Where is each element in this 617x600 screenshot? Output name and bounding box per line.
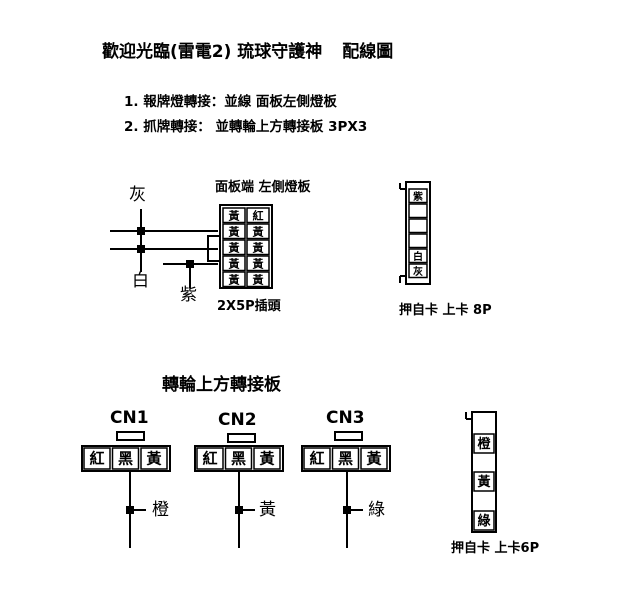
page-title-sub: 配線圖 [342, 42, 394, 62]
panel-pin-label: 黃 [252, 256, 264, 270]
panel-pin-cell [246, 239, 270, 256]
panel-header: 面板端 左側燈板 [215, 180, 311, 195]
reel-board-pins: 紅黑黃紅黑黃紅黑黃 [83, 447, 388, 470]
reel-pin-cell [83, 447, 111, 470]
card-8p-label: 押自卡 上卡 8P [399, 303, 492, 318]
page-title-main: 歡迎光臨(雷電2) 琉球守護神 [102, 42, 323, 62]
reel-pin-cell [140, 447, 168, 470]
reel-pin-cell [196, 447, 224, 470]
cn2-wire-label: 黃 [259, 500, 276, 520]
panel-pin-label: 黃 [228, 224, 240, 238]
wire-label-gray: 灰 [129, 185, 146, 205]
card-6p-pin-cell [473, 510, 495, 531]
panel-pin-cell [222, 255, 246, 272]
card-6p-pin-cell [473, 433, 495, 454]
reel-pin-label: 黑 [118, 450, 133, 468]
card-8p-pin-cell [408, 218, 428, 234]
cn3-latch [334, 431, 363, 441]
card-6p-housing [471, 411, 497, 533]
panel-pin-cell [222, 239, 246, 256]
card-8p-pin-cell [408, 248, 428, 264]
reel-pin-label: 黃 [146, 450, 161, 468]
card-8p-pin-cell [408, 263, 428, 279]
reel-pin-label: 紅 [89, 450, 104, 468]
reel-pin-label: 黃 [259, 450, 274, 468]
panel-pin-label: 黃 [228, 256, 240, 270]
panel-pin-label: 紅 [253, 208, 264, 222]
reel-pin-cell [111, 447, 140, 470]
junction-dot-purple [186, 260, 194, 268]
card-6p-pins: 橙黃綠 [473, 433, 495, 531]
cn3-junction-dot [343, 506, 351, 514]
panel-pin-label: 黃 [228, 240, 240, 254]
reel-pin-cell [331, 447, 360, 470]
panel-pin-cell [246, 271, 270, 288]
panel-pin-label: 黃 [252, 272, 264, 286]
panel-connector-pins: 黃紅黃黃黃黃黃黃黃黃 [222, 207, 270, 288]
card-6p-pin-label: 綠 [477, 513, 491, 529]
reel-board-title: 轉輪上方轉接板 [162, 375, 281, 395]
cn1-junction-dot [126, 506, 134, 514]
wire-label-purple: 紫 [180, 285, 197, 305]
panel-pin-label: 黃 [228, 272, 240, 286]
connector-label: 2X5P插頭 [217, 299, 281, 314]
card-8p-pin-label: 灰 [413, 265, 423, 278]
card-6p-label: 押自卡 上卡6P [451, 541, 540, 556]
panel-pin-cell [222, 271, 246, 288]
junction-dot-gray [137, 227, 145, 235]
panel-pin-cell [246, 255, 270, 272]
cn2-label: CN2 [218, 410, 257, 430]
panel-pin-cell [222, 223, 246, 240]
note-1: 1. 報牌燈轉接：並線 面板左側燈板 [124, 94, 337, 110]
panel-pin-cell [246, 207, 270, 224]
reel-pin-label: 紅 [309, 450, 324, 468]
cn1-latch [116, 431, 145, 441]
junction-dot-white [137, 245, 145, 253]
cn3-label: CN3 [326, 408, 365, 428]
card-6p-pin-label: 橙 [477, 436, 491, 452]
panel-pin-cell [246, 223, 270, 240]
cn2-junction-dot [235, 506, 243, 514]
reel-pin-label: 紅 [202, 450, 217, 468]
panel-pin-label: 黃 [252, 240, 264, 254]
cn1-wire-label: 橙 [152, 500, 169, 520]
card-6p-pin-cell [473, 471, 495, 492]
reel-pin-label: 黃 [366, 450, 381, 468]
panel-pin-label: 黃 [252, 224, 264, 238]
card-8p-pin-cell [408, 188, 428, 204]
cn1-housing [81, 445, 171, 472]
reel-pin-cell [253, 447, 281, 470]
reel-pin-cell [360, 447, 388, 470]
card-8p-pin-label: 白 [413, 250, 423, 263]
reel-pin-label: 黑 [338, 450, 353, 468]
reel-pin-cell [224, 447, 253, 470]
wire-label-white: 白 [132, 271, 149, 291]
card-8p-pin-cell [408, 233, 428, 249]
panel-pin-cell [222, 207, 246, 224]
page-title: 歡迎光臨(雷電2) 琉球守護神配線圖 [102, 44, 393, 61]
note-2: 2. 抓牌轉接： 並轉輪上方轉接板 3PX3 [124, 119, 368, 135]
reel-pin-label: 黑 [231, 450, 246, 468]
panel-connector-latch [207, 235, 221, 262]
card-8p-pin-cell [408, 203, 428, 219]
cn2-latch [227, 433, 256, 443]
reel-pin-cell [303, 447, 331, 470]
card-6p-pin-label: 黃 [476, 474, 490, 490]
card-8p-housing [405, 181, 431, 285]
card-8p-pins: 紫白灰 [408, 188, 428, 279]
card-8p-pin-label: 紫 [413, 190, 423, 203]
panel-pin-label: 黃 [228, 208, 240, 222]
cn1-label: CN1 [110, 408, 149, 428]
cn3-wire-label: 綠 [368, 500, 385, 520]
